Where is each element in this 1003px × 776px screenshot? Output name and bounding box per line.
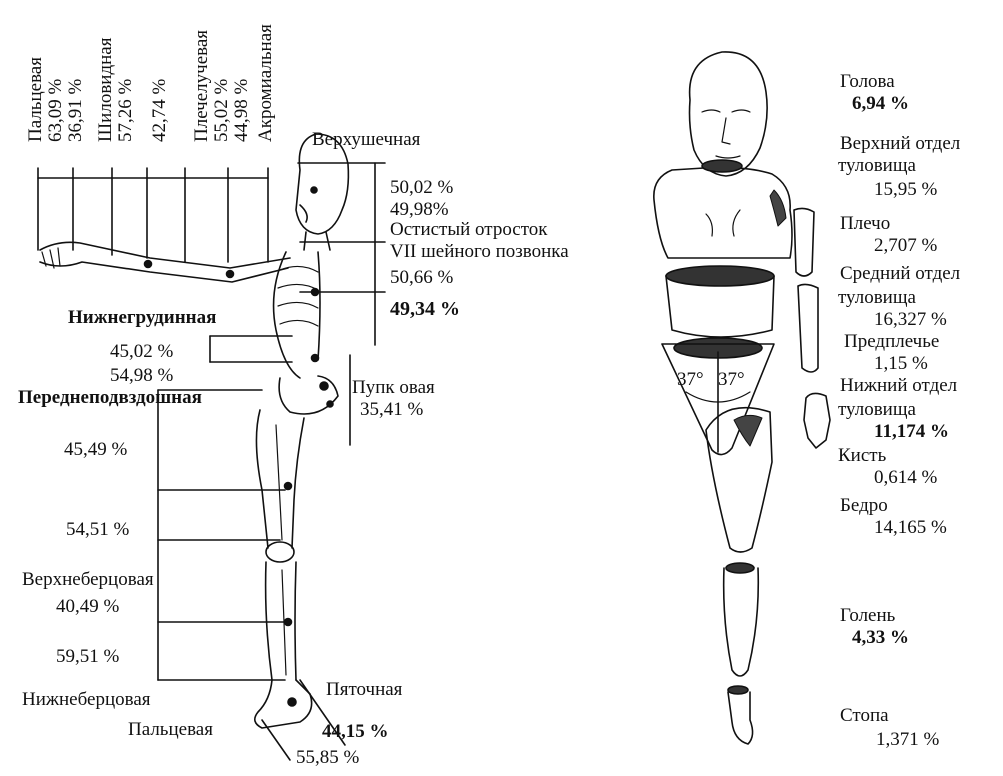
segment-hand — [804, 393, 830, 448]
segment-lower-trunk-name-1: Нижний отдел — [840, 376, 957, 396]
right-body — [654, 52, 830, 744]
label-shilovidnaya: Шиловидная — [96, 38, 115, 142]
segment-upper-arm — [794, 208, 814, 276]
label-42: 42,74 % — [150, 79, 169, 142]
label-pupk: Пупк овая — [352, 378, 435, 398]
segment-upper-trunk-value: 15,95 % — [874, 180, 937, 200]
segment-upper-trunk-name-1: Верхний отдел — [840, 134, 960, 154]
label-shin-bottom: 59,51 % — [56, 647, 119, 667]
label-verhneberc: Верхнеберцовая — [22, 570, 154, 590]
segment-foot-name: Стопа — [840, 706, 889, 726]
label-nizhnegrudinnaya: Нижнегрудинная — [68, 308, 216, 328]
segment-thigh-value: 14,165 % — [874, 518, 947, 538]
segment-forearm — [798, 284, 818, 372]
label-thigh-top: 45,49 % — [64, 440, 127, 460]
label-palcevaya: Пальцевая — [26, 57, 45, 142]
label-36: 36,91 % — [66, 79, 85, 142]
label-lower-trunk-top: 45,02 % — [110, 342, 173, 362]
head-trunk-dimension-lines — [210, 163, 385, 445]
segment-lower-trunk-name-2: туловища — [838, 400, 916, 420]
segment-forearm-value: 1,15 % — [874, 354, 928, 374]
segment-foot-value: 1,371 % — [876, 730, 939, 750]
label-57: 57,26 % — [116, 79, 135, 142]
label-spinous-1: Остистый отросток — [390, 220, 548, 240]
angle-left-label: 37° — [677, 370, 704, 390]
segment-hand-name: Кисть — [838, 446, 886, 466]
segment-middle-trunk-value: 16,327 % — [874, 310, 947, 330]
segment-head — [690, 52, 768, 176]
label-55: 55,02 % — [212, 79, 231, 142]
label-nizhneberc: Нижнеберцовая — [22, 690, 151, 710]
segment-middle-trunk-name-2: туловища — [838, 288, 916, 308]
leg-dimension-lines — [158, 390, 345, 760]
label-plecheluchevaya: Плечелучевая — [192, 30, 211, 142]
label-spinous-2: VII шейного позвонка — [390, 242, 569, 262]
segment-shin — [724, 568, 759, 676]
label-thigh-bottom: 54,51 % — [66, 520, 129, 540]
segment-middle-trunk-name-1: Средний отдел — [840, 264, 960, 284]
label-trunk-top: 50,66 % — [390, 268, 453, 288]
segment-head-name: Голова — [840, 72, 895, 92]
segment-shin-value: 4,33 % — [852, 628, 909, 648]
label-trunk-bottom: 49,34 % — [390, 299, 460, 319]
segment-upper-arm-value: 2,707 % — [874, 236, 937, 256]
label-verhushechnaya: Верхушечная — [312, 130, 420, 150]
segment-forearm-name: Предплечье — [844, 332, 939, 352]
segment-hand-value: 0,614 % — [874, 468, 937, 488]
left-body — [40, 134, 348, 728]
label-foot-top: 44,15 % — [322, 722, 389, 742]
label-lower-trunk-bottom: 54,98 % — [110, 366, 173, 386]
label-pyatochnaya: Пяточная — [326, 680, 402, 700]
arm-dimension-lines — [38, 168, 268, 262]
segment-upper-arm-name: Плечо — [840, 214, 890, 234]
angle-right-label: 37° — [718, 370, 745, 390]
segment-head-value: 6,94 % — [852, 94, 909, 114]
segment-upper-trunk — [654, 168, 792, 258]
label-shin-top: 40,49 % — [56, 597, 119, 617]
segment-lower-trunk-value: 11,174 % — [874, 422, 949, 442]
segment-thigh-name: Бедро — [840, 496, 888, 516]
label-akromialnaya: Акромиальная — [256, 24, 275, 142]
segment-foot — [728, 692, 753, 744]
label-palcevaya-foot: Пальцевая — [128, 720, 213, 740]
label-head-bottom: 49,98% — [390, 200, 449, 220]
segment-upper-trunk-name-2: туловища — [838, 156, 916, 176]
label-perednepodvzdoshnaya: Переднеподвздошная — [18, 388, 202, 408]
label-foot-bottom: 55,85 % — [296, 748, 359, 768]
label-44: 44,98 % — [232, 79, 251, 142]
label-head-top: 50,02 % — [390, 178, 453, 198]
label-63: 63,09 % — [46, 79, 65, 142]
segment-shin-name: Голень — [840, 606, 895, 626]
label-pupk-value: 35,41 % — [360, 400, 423, 420]
